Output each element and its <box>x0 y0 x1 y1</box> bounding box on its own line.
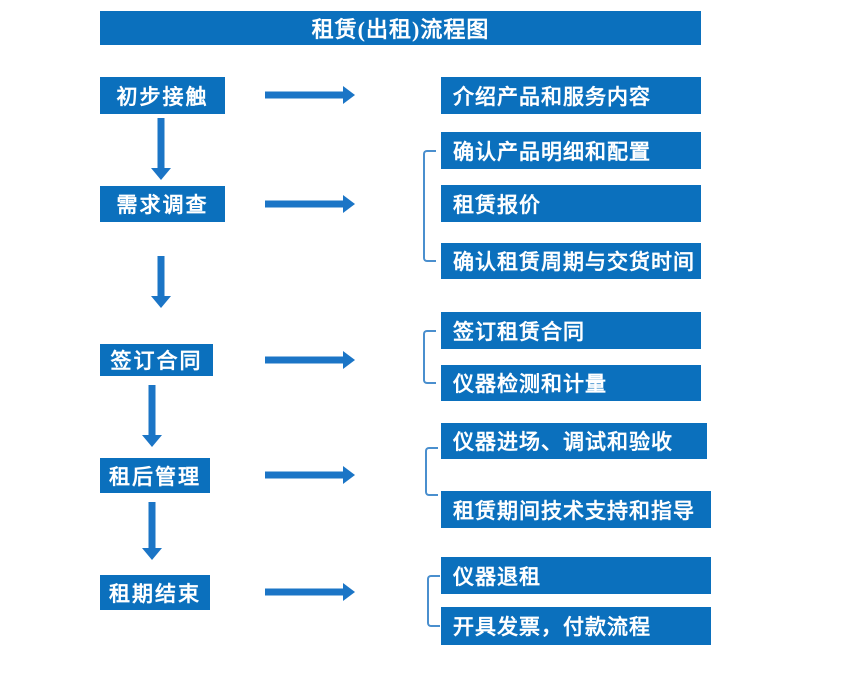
arrow-shaft <box>148 502 156 548</box>
group-bracket <box>423 150 436 262</box>
step-box-sign-contract: 签订合同 <box>100 344 213 376</box>
down-arrow-icon <box>151 118 171 180</box>
detail-label: 仪器检测和计量 <box>453 372 607 396</box>
step-box-post-rental-management: 租后管理 <box>100 458 210 493</box>
right-arrow-icon <box>265 85 355 105</box>
arrow-head <box>343 466 355 484</box>
arrow-head <box>151 296 171 308</box>
detail-label: 确认产品明细和配置 <box>453 139 651 164</box>
step-box-rental-end: 租期结束 <box>100 575 210 610</box>
step-label: 签订合同 <box>110 349 203 373</box>
detail-box-confirm-product-config: 确认产品明细和配置 <box>441 132 701 169</box>
group-bracket <box>423 330 436 384</box>
arrow-head <box>142 435 162 447</box>
detail-label: 租赁期间技术支持和指导 <box>453 498 695 523</box>
arrow-head <box>343 583 355 601</box>
title-bar: 租赁(出租)流程图 <box>100 11 701 45</box>
detail-box-instrument-return: 仪器退租 <box>441 557 711 594</box>
arrow-shaft <box>148 385 156 435</box>
detail-label: 租赁报价 <box>453 192 541 217</box>
detail-box-rental-quote: 租赁报价 <box>441 185 701 222</box>
page-title: 租赁(出租)流程图 <box>311 17 490 42</box>
detail-box-sign-rental-contract: 签订租赁合同 <box>441 312 701 349</box>
down-arrow-icon <box>142 502 162 560</box>
arrow-head <box>343 195 355 213</box>
arrow-head <box>343 86 355 104</box>
down-arrow-icon <box>151 256 171 308</box>
arrow-shaft <box>157 256 165 296</box>
arrow-head <box>151 168 171 180</box>
detail-box-technical-support: 租赁期间技术支持和指导 <box>441 491 711 528</box>
detail-label: 仪器进场、调试和验收 <box>453 430 673 454</box>
detail-box-instrument-setup-acceptance: 仪器进场、调试和验收 <box>441 423 707 459</box>
arrow-shaft <box>265 91 343 99</box>
group-bracket <box>425 447 438 496</box>
right-arrow-icon <box>265 194 355 214</box>
right-arrow-icon <box>265 465 355 485</box>
arrow-head <box>142 548 162 560</box>
step-label: 租后管理 <box>109 464 201 489</box>
detail-label: 开具发票，付款流程 <box>453 615 651 639</box>
step-label: 租期结束 <box>109 581 201 606</box>
arrow-shaft <box>265 356 343 364</box>
detail-label: 仪器退租 <box>453 564 541 589</box>
right-arrow-icon <box>265 582 355 602</box>
step-box-demand-survey: 需求调查 <box>100 186 225 222</box>
detail-label: 确认租赁周期与交货时间 <box>453 250 695 274</box>
step-box-initial-contact: 初步接触 <box>100 77 225 114</box>
group-bracket <box>427 575 440 627</box>
arrow-shaft <box>265 200 343 208</box>
arrow-shaft <box>157 118 165 168</box>
detail-label: 介绍产品和服务内容 <box>453 84 651 109</box>
detail-box-instrument-testing: 仪器检测和计量 <box>441 365 701 401</box>
step-label: 需求调查 <box>116 193 209 217</box>
step-label: 初步接触 <box>116 84 209 109</box>
detail-box-introduce-products: 介绍产品和服务内容 <box>441 77 701 114</box>
detail-box-confirm-rental-period: 确认租赁周期与交货时间 <box>441 243 701 279</box>
down-arrow-icon <box>142 385 162 447</box>
arrow-shaft <box>265 588 343 596</box>
arrow-head <box>343 351 355 369</box>
right-arrow-icon <box>265 350 355 370</box>
detail-box-invoice-payment: 开具发票，付款流程 <box>441 607 711 645</box>
arrow-shaft <box>265 471 343 479</box>
detail-label: 签订租赁合同 <box>453 319 585 344</box>
